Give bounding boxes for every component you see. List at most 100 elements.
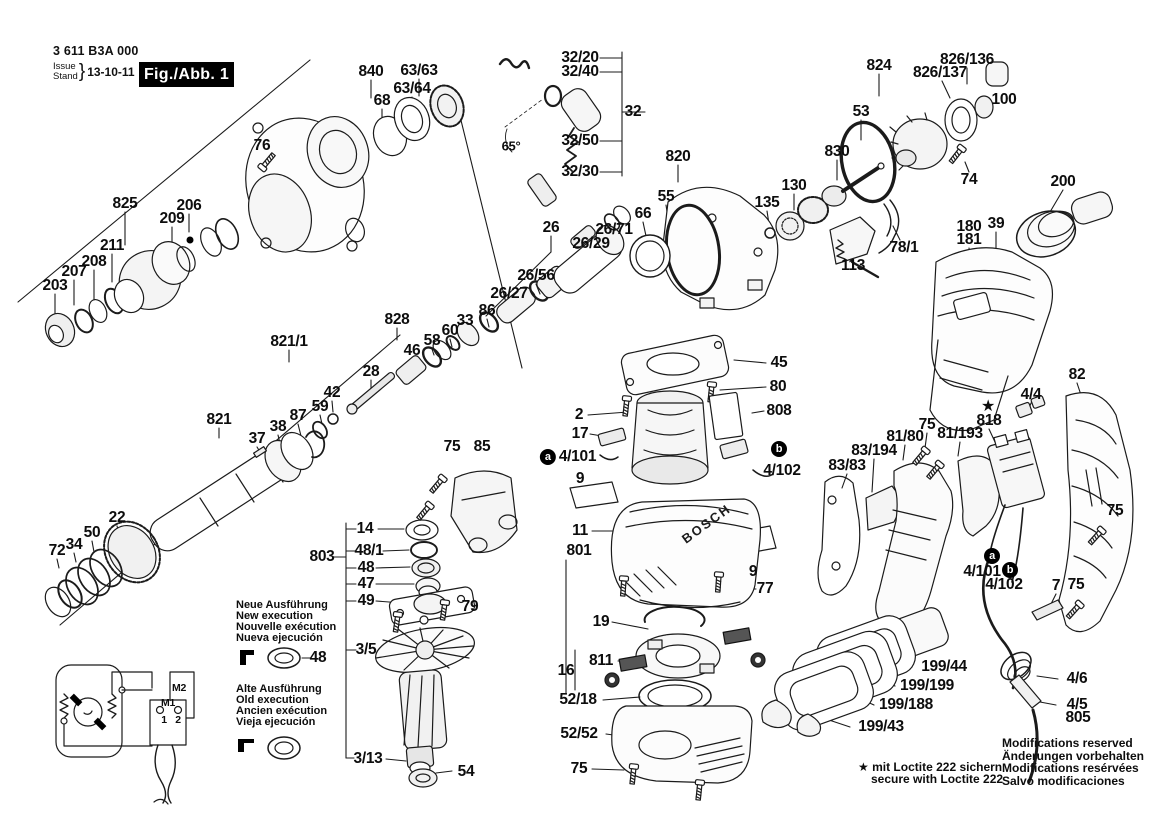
part-label: 821 — [206, 411, 232, 428]
part-label: 76 — [253, 137, 271, 154]
part-label: 63/64 — [393, 80, 431, 97]
note-line: Modifications resérvées — [1002, 761, 1139, 776]
part-label: 54 — [457, 763, 475, 780]
note-line: secure with Loctite 222 — [871, 772, 1004, 786]
bevel-gear-group — [889, 61, 1009, 171]
part-label: 48 — [309, 649, 327, 666]
note-line: Vieja ejecución — [236, 716, 316, 728]
part-label: 4/101 — [963, 563, 1001, 580]
part-label: 803 — [309, 548, 335, 565]
part-label: 4/102 — [763, 462, 801, 479]
part-label: 1 — [161, 714, 167, 726]
part-label: 75 — [918, 416, 936, 433]
part-label: 826/136 — [940, 51, 994, 68]
part-label: 3/5 — [355, 641, 377, 658]
bearing-flange-stack — [388, 519, 476, 626]
part-label: 26/27 — [490, 285, 528, 302]
part-label: 37 — [248, 430, 266, 447]
part-label: 32/50 — [561, 132, 599, 149]
part-label: 22 — [108, 509, 126, 526]
part-label: 82 — [1068, 366, 1086, 383]
part-label: 85 — [473, 438, 491, 455]
bearing-plate-part — [620, 334, 730, 396]
brush-holder-left — [597, 427, 627, 447]
part-label: 75 — [570, 760, 588, 777]
part-label: 4/102 — [985, 576, 1023, 593]
index-label-a: a — [984, 548, 1000, 564]
stator-part — [631, 390, 709, 485]
note-line: Old execution — [236, 694, 309, 706]
part-label: 75 — [1106, 502, 1124, 519]
part-label: 209 — [159, 210, 185, 227]
part-label: 11 — [572, 522, 588, 539]
part-label: 68 — [373, 92, 391, 109]
note-line: Modifications reserved — [1002, 736, 1133, 750]
bearing-bracket-group — [604, 605, 766, 713]
badge-a: a — [539, 449, 556, 465]
part-label: 113 — [840, 257, 866, 274]
wiring-schematic — [55, 664, 195, 805]
part-label: 17 — [571, 425, 589, 442]
part-label: 26/56 — [517, 267, 555, 284]
part-label: 3/13 — [353, 750, 383, 767]
part-label: 206 — [176, 197, 202, 214]
part-label: 199/188 — [879, 696, 933, 713]
part-label: 200 — [1050, 173, 1076, 190]
part-label: 100 — [991, 91, 1017, 108]
part-label: 808 — [766, 402, 792, 419]
clip-78-1 — [878, 199, 900, 254]
index-label-b: b — [771, 441, 787, 457]
part-label: 53 — [852, 103, 870, 120]
badge-a: a — [984, 548, 1000, 564]
power-cord-group — [981, 554, 1042, 784]
part-label: 55 — [657, 188, 675, 205]
part-label: 75 — [1067, 576, 1085, 593]
part-label: 4/5 — [1066, 696, 1088, 713]
note-line: Nueva ejecución — [236, 632, 323, 644]
brace-glyph: } — [78, 61, 86, 82]
index-label-b: b — [1002, 562, 1018, 578]
note-line: New execution — [236, 610, 314, 622]
model-number: 3 611 B3A 000 — [53, 44, 139, 58]
frame-stack-group — [761, 607, 949, 737]
gear-case-part — [629, 186, 779, 311]
part-label: 211 — [99, 237, 125, 254]
part-label: 42 — [323, 384, 341, 401]
note-line: Neue Ausführung — [236, 599, 328, 611]
part-label: 32 — [624, 103, 642, 120]
issue-date: 13-10-11 — [87, 65, 135, 79]
part-label: 66 — [634, 205, 652, 222]
wire-b — [752, 469, 774, 477]
part-label: M1 — [161, 697, 175, 709]
part-label: 28 — [362, 363, 380, 380]
part-label: 199/199 — [900, 677, 954, 694]
part-label: 821/1 — [270, 333, 308, 350]
part-label: 208 — [81, 253, 107, 270]
issue-row: Issue Stand } 13-10-11 — [53, 61, 139, 83]
part-label: 75 — [443, 438, 461, 455]
part-label: 805 — [1065, 709, 1091, 726]
part-label: 74 — [960, 171, 978, 188]
part-label: 16 — [557, 662, 575, 679]
part-label: 32/20 — [561, 49, 599, 66]
part-label: 14 — [356, 520, 374, 537]
note-line: Alte Ausführung — [236, 683, 322, 695]
part-label: 63/63 — [400, 62, 438, 79]
seal-section-icons — [238, 647, 301, 760]
note-line: Salvo modificaciones — [1002, 773, 1125, 788]
part-label: 818 — [976, 412, 1002, 429]
side-shell-part — [1058, 392, 1134, 633]
part-label: 19 — [592, 613, 610, 630]
part-label: 78/1 — [889, 239, 919, 256]
part-label: 9 — [748, 563, 758, 580]
badge-b: b — [1002, 562, 1018, 578]
support-bracket-part — [450, 470, 518, 554]
part-label: 59 — [311, 398, 329, 415]
note-line: Änderungen vorbehalten — [1002, 748, 1145, 763]
part-label: 50 — [83, 524, 101, 541]
sticker-9-left — [569, 481, 619, 509]
